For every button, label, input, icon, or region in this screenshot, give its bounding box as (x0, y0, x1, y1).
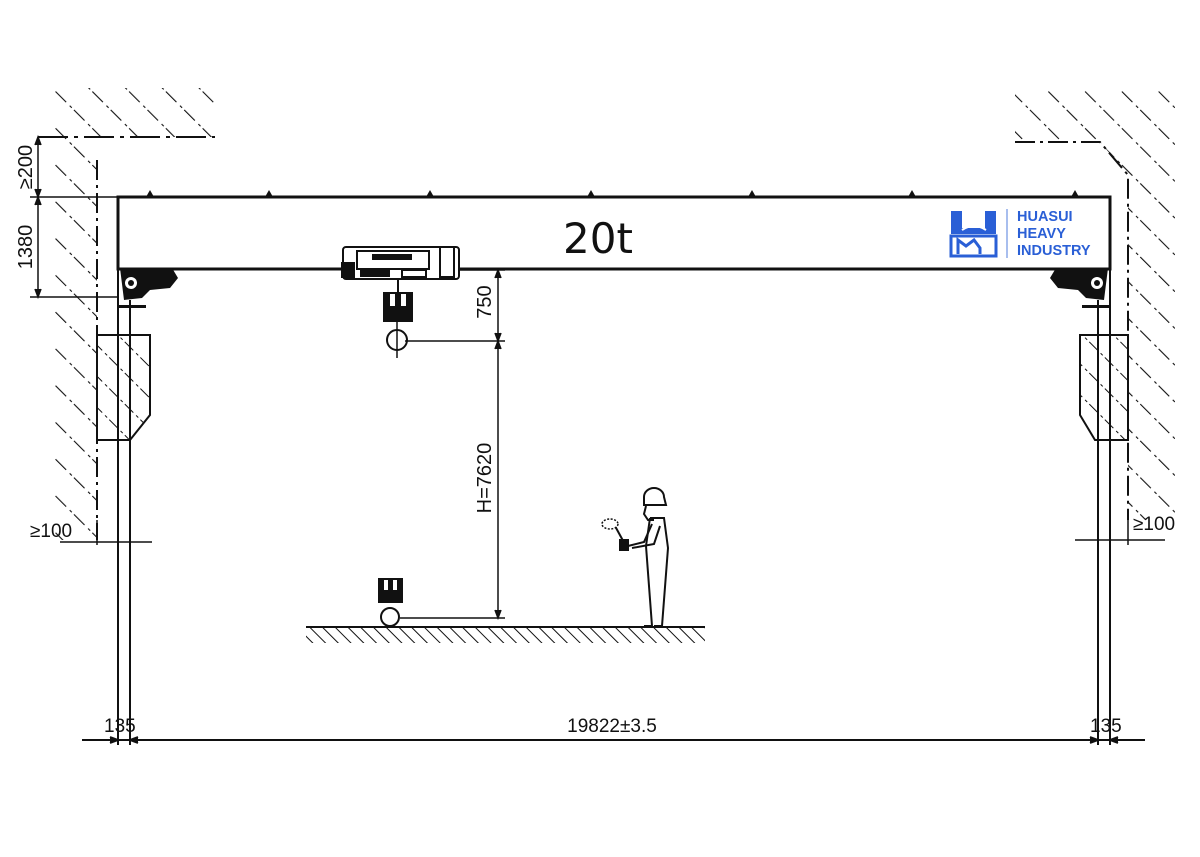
brand-line-2: HEAVY (1017, 226, 1066, 242)
dim-left-rail-offset: 135 (104, 716, 136, 737)
dim-right-side-clearance: ≥100 (1133, 514, 1175, 535)
brand-line-3: INDUSTRY (1017, 243, 1091, 259)
dimension-span (82, 736, 1145, 744)
dim-hook-approach: 750 (474, 285, 496, 318)
end-carriage-right (1050, 268, 1110, 308)
dim-clearance-above: ≥200 (15, 145, 37, 189)
runway-columns (117, 270, 1111, 745)
main-girder: 20t (116, 190, 1112, 271)
end-carriage-left (118, 268, 178, 308)
building-wall-left (38, 88, 215, 540)
dim-span: 19822±3.5 (567, 716, 657, 737)
hook-upper (383, 292, 413, 358)
ground-hatch (306, 626, 705, 643)
huasui-h-logo-icon (949, 211, 998, 258)
hook-lower (378, 578, 403, 627)
dim-left-side-clearance: ≥100 (30, 521, 72, 542)
dim-lifting-height: H=7620 (474, 443, 496, 514)
dimension-hook (400, 267, 505, 621)
dim-right-rail-offset: 135 (1090, 716, 1122, 737)
electric-hoist (341, 246, 460, 292)
building-wall-right (1015, 90, 1175, 520)
brand-block: HUASUI HEAVY INDUSTRY (949, 209, 1091, 259)
operator-figure (614, 487, 670, 627)
pendant-remote (601, 518, 619, 530)
dimension-left-vertical (30, 134, 118, 300)
dimension-side-clearance (60, 520, 1165, 545)
dim-girder-height: 1380 (15, 225, 37, 270)
capacity-label: 20t (563, 214, 633, 263)
brand-line-1: HUASUI (1017, 209, 1073, 225)
